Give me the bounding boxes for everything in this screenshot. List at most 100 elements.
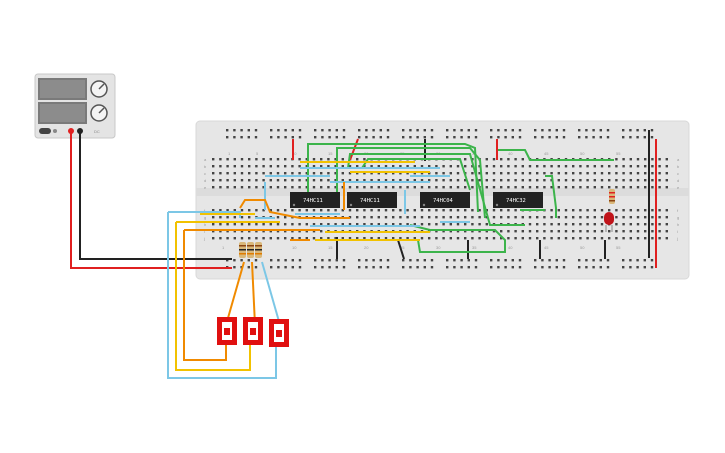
breadboard-hole[interactable] — [651, 186, 654, 189]
breadboard-hole[interactable] — [379, 259, 382, 262]
breadboard-hole[interactable] — [492, 158, 496, 161]
breadboard-hole[interactable] — [413, 209, 416, 212]
breadboard-hole[interactable] — [606, 259, 610, 262]
breadboard-hole[interactable] — [240, 237, 244, 240]
breadboard-hole[interactable] — [386, 266, 390, 269]
breadboard-hole[interactable] — [600, 230, 604, 233]
breadboard-hole[interactable] — [636, 165, 640, 168]
breadboard-hole[interactable] — [504, 129, 507, 132]
breadboard-hole[interactable] — [254, 136, 258, 139]
breadboard-hole[interactable] — [658, 186, 661, 189]
breadboard-hole[interactable] — [579, 230, 582, 233]
breadboard-hole[interactable] — [348, 209, 352, 212]
breadboard-hole[interactable] — [255, 223, 258, 226]
breadboard-hole[interactable] — [298, 266, 302, 269]
breadboard-hole[interactable] — [212, 179, 215, 182]
breadboard-hole[interactable] — [233, 158, 236, 161]
chip-74hc11-1[interactable]: 74HC11 — [290, 192, 340, 208]
breadboard-hole[interactable] — [600, 237, 604, 240]
breadboard-hole[interactable] — [262, 237, 265, 240]
breadboard-hole[interactable] — [629, 223, 632, 226]
breadboard-hole[interactable] — [384, 179, 388, 182]
breadboard-hole[interactable] — [579, 216, 582, 219]
breadboard-hole[interactable] — [593, 230, 596, 233]
breadboard-hole[interactable] — [572, 179, 575, 182]
breadboard-hole[interactable] — [363, 237, 366, 240]
breadboard-hole[interactable] — [406, 186, 409, 189]
breadboard-hole[interactable] — [365, 129, 368, 132]
breadboard-hole[interactable] — [269, 179, 272, 182]
breadboard-hole[interactable] — [254, 259, 258, 262]
breadboard-hole[interactable] — [254, 266, 258, 269]
breadboard-hole[interactable] — [449, 223, 452, 226]
breadboard-hole[interactable] — [665, 165, 668, 168]
breadboard-hole[interactable] — [377, 165, 380, 168]
breadboard-hole[interactable] — [658, 158, 661, 161]
breadboard-hole[interactable] — [442, 179, 445, 182]
breadboard-hole[interactable] — [233, 186, 236, 189]
ic-chips[interactable]: 74HC11 74HC11 74HC04 74HC32 — [290, 192, 543, 208]
breadboard-hole[interactable] — [430, 259, 434, 262]
switch-toggle[interactable] — [250, 328, 256, 335]
breadboard-hole[interactable] — [471, 179, 474, 182]
breadboard-hole[interactable] — [518, 129, 522, 132]
breadboard-hole[interactable] — [615, 158, 618, 161]
breadboard-hole[interactable] — [363, 172, 366, 175]
breadboard-hole[interactable] — [460, 259, 463, 262]
breadboard-hole[interactable] — [456, 172, 460, 175]
chip-74hc32[interactable]: 74HC32 — [493, 192, 543, 208]
breadboard-hole[interactable] — [406, 237, 409, 240]
breadboard-hole[interactable] — [665, 237, 668, 240]
breadboard-hole[interactable] — [430, 129, 434, 132]
breadboard-hole[interactable] — [291, 223, 294, 226]
breadboard-hole[interactable] — [291, 259, 294, 262]
breadboard-hole[interactable] — [622, 259, 625, 262]
breadboard-hole[interactable] — [500, 172, 503, 175]
breadboard-hole[interactable] — [636, 209, 640, 212]
breadboard-hole[interactable] — [636, 179, 640, 182]
breadboard-hole[interactable] — [233, 216, 236, 219]
breadboard-hole[interactable] — [413, 179, 416, 182]
breadboard-hole[interactable] — [435, 216, 438, 219]
breadboard-hole[interactable] — [372, 259, 375, 262]
breadboard-hole[interactable] — [392, 172, 395, 175]
breadboard-hole[interactable] — [471, 172, 474, 175]
breadboard-hole[interactable] — [579, 209, 582, 212]
breadboard-hole[interactable] — [416, 129, 419, 132]
breadboard-hole[interactable] — [460, 129, 463, 132]
breadboard-hole[interactable] — [456, 209, 460, 212]
breadboard-hole[interactable] — [536, 223, 539, 226]
breadboard-hole[interactable] — [548, 129, 551, 132]
breadboard-hole[interactable] — [497, 129, 500, 132]
breadboard-hole[interactable] — [579, 179, 582, 182]
breadboard-hole[interactable] — [384, 216, 388, 219]
breadboard-hole[interactable] — [521, 237, 524, 240]
breadboard-hole[interactable] — [334, 172, 337, 175]
breadboard-hole[interactable] — [377, 172, 380, 175]
breadboard-hole[interactable] — [446, 129, 449, 132]
breadboard-hole[interactable] — [572, 237, 575, 240]
breadboard-hole[interactable] — [219, 223, 222, 226]
breadboard-hole[interactable] — [212, 172, 215, 175]
breadboard-hole[interactable] — [284, 136, 287, 139]
breadboard-hole[interactable] — [543, 172, 546, 175]
breadboard-hole[interactable] — [608, 209, 611, 212]
breadboard-hole[interactable] — [600, 179, 604, 182]
breadboard-hole[interactable] — [312, 186, 316, 189]
breadboard-hole[interactable] — [247, 129, 250, 132]
breadboard-hole[interactable] — [467, 129, 470, 132]
breadboard-hole[interactable] — [276, 172, 280, 175]
breadboard-hole[interactable] — [384, 223, 388, 226]
led[interactable] — [604, 212, 614, 232]
breadboard-hole[interactable] — [372, 136, 375, 139]
breadboard-hole[interactable] — [572, 216, 575, 219]
breadboard-hole[interactable] — [305, 223, 308, 226]
wire-orange-switch-1[interactable] — [183, 230, 227, 361]
breadboard-hole[interactable] — [550, 172, 553, 175]
breadboard-hole[interactable] — [446, 259, 449, 262]
breadboard-hole[interactable] — [622, 230, 625, 233]
breadboard-hole[interactable] — [528, 179, 532, 182]
breadboard-hole[interactable] — [500, 165, 503, 168]
breadboard-hole[interactable] — [312, 237, 316, 240]
breadboard-hole[interactable] — [636, 136, 639, 139]
